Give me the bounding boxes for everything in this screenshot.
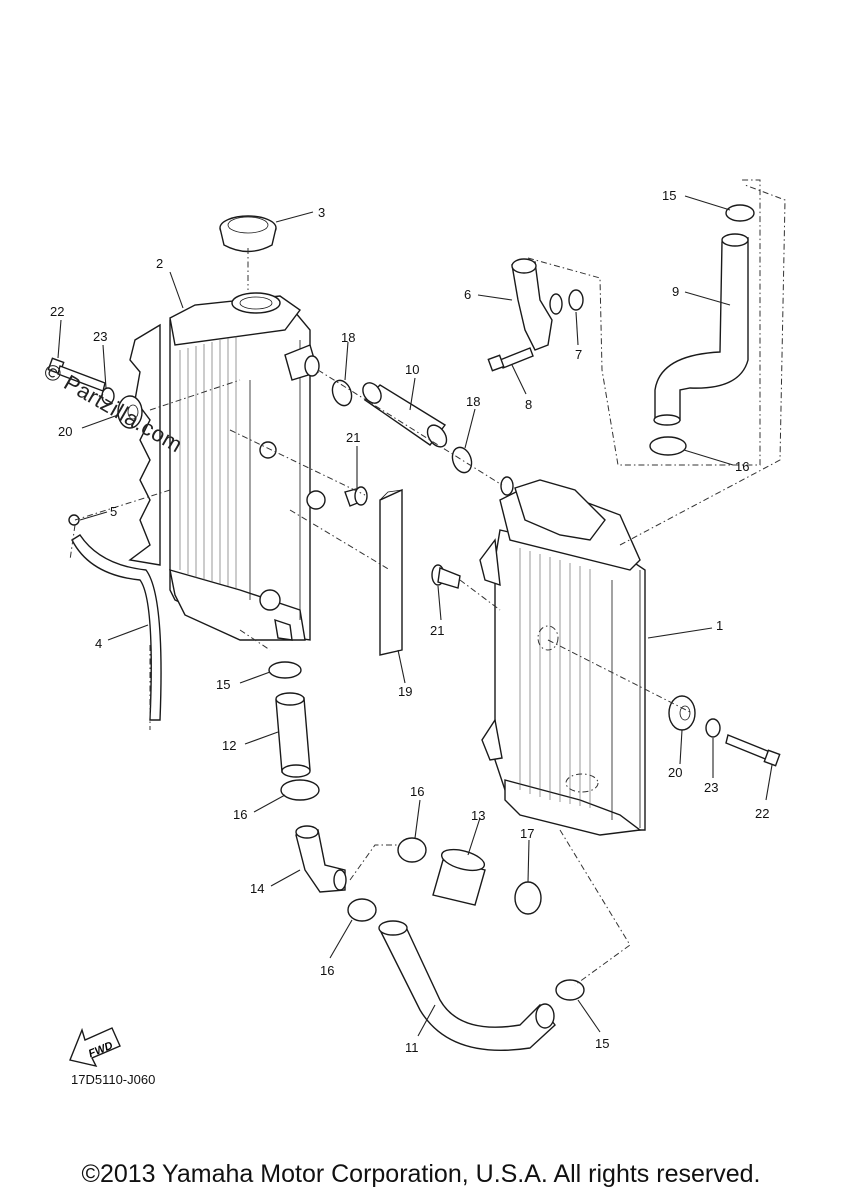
- washer-23b[interactable]: [705, 718, 721, 738]
- callout-22b: 22: [755, 806, 769, 821]
- callout-16c: 16: [410, 784, 424, 799]
- callout-7: 7: [575, 347, 582, 362]
- elbow-14[interactable]: [295, 825, 347, 893]
- right-radiator-fins: [519, 548, 591, 808]
- callout-23b: 23: [704, 780, 718, 795]
- bolt-22b[interactable]: [725, 734, 781, 767]
- callout-21b: 21: [430, 623, 444, 638]
- damper-20b[interactable]: [668, 695, 696, 731]
- callout-19: 19: [398, 684, 412, 699]
- hose-clamp-15b[interactable]: [268, 661, 302, 679]
- fwd-arrow-icon: FWD: [69, 1027, 121, 1068]
- callout-23a: 23: [93, 329, 107, 344]
- bolt-21b[interactable]: [431, 564, 461, 589]
- foam-strip-19[interactable]: [379, 488, 403, 656]
- callout-8: 8: [525, 397, 532, 412]
- hose-10[interactable]: [359, 379, 450, 450]
- bolt-21a[interactable]: [344, 486, 368, 507]
- callout-20a: 20: [58, 424, 72, 439]
- callout-10: 10: [405, 362, 419, 377]
- left-radiator[interactable]: [128, 292, 326, 641]
- hose-9[interactable]: [653, 233, 749, 426]
- callout-12: 12: [222, 738, 236, 753]
- callout-1: 1: [716, 618, 723, 633]
- copyright-footer: ©2013 Yamaha Motor Corporation, U.S.A. A…: [81, 1160, 761, 1188]
- hose-clamp-17[interactable]: [514, 881, 542, 915]
- radiator-cap[interactable]: [219, 215, 277, 253]
- callout-4: 4: [95, 636, 102, 651]
- callout-2: 2: [156, 256, 163, 271]
- callout-15c: 15: [595, 1036, 609, 1051]
- hose-clamp-16a[interactable]: [649, 436, 687, 456]
- assembly-centerlines: [69, 179, 786, 986]
- hose-clamp-15a[interactable]: [725, 204, 755, 222]
- fitting-6[interactable]: [511, 258, 563, 351]
- callout-14: 14: [250, 881, 264, 896]
- callout-21a: 21: [346, 430, 360, 445]
- hose-clamp-18a[interactable]: [329, 378, 355, 409]
- callout-15b: 15: [216, 677, 230, 692]
- hose-12[interactable]: [275, 692, 311, 778]
- callout-18a: 18: [341, 330, 355, 345]
- damper-20a[interactable]: [117, 395, 143, 429]
- hose-13[interactable]: [432, 846, 487, 906]
- callout-13: 13: [471, 808, 485, 823]
- callout-9: 9: [672, 284, 679, 299]
- hose-clamp-16d[interactable]: [347, 898, 377, 922]
- callout-16a: 16: [735, 459, 749, 474]
- callout-22a: 22: [50, 304, 64, 319]
- callout-6: 6: [464, 287, 471, 302]
- callout-20b: 20: [668, 765, 682, 780]
- hose-clamp-16c[interactable]: [397, 837, 427, 863]
- hose-clamp-18b[interactable]: [449, 445, 475, 476]
- callout-labels: 3 2 22 23 20 5 4 18 10 18 21 6 7 8 15 9 …: [50, 188, 769, 1055]
- overflow-tube-4[interactable]: [68, 514, 162, 721]
- callout-15a: 15: [662, 188, 676, 203]
- callout-3: 3: [318, 205, 325, 220]
- leader-lines: [57, 195, 773, 1037]
- callout-18b: 18: [466, 394, 480, 409]
- washer-23a[interactable]: [101, 387, 115, 405]
- callout-16d: 16: [320, 963, 334, 978]
- o-ring-7[interactable]: [568, 289, 584, 311]
- callout-17: 17: [520, 826, 534, 841]
- diagram-code: 17D5110-J060: [71, 1072, 156, 1087]
- callout-16b: 16: [233, 807, 247, 822]
- callout-11: 11: [405, 1040, 419, 1055]
- hose-clamp-15c[interactable]: [555, 979, 585, 1001]
- left-radiator-fins: [179, 336, 237, 588]
- callout-5: 5: [110, 504, 117, 519]
- right-radiator[interactable]: [479, 476, 646, 836]
- hose-clamp-16b[interactable]: [280, 779, 320, 801]
- bolt-8[interactable]: [487, 347, 534, 372]
- hose-11[interactable]: [378, 920, 556, 1051]
